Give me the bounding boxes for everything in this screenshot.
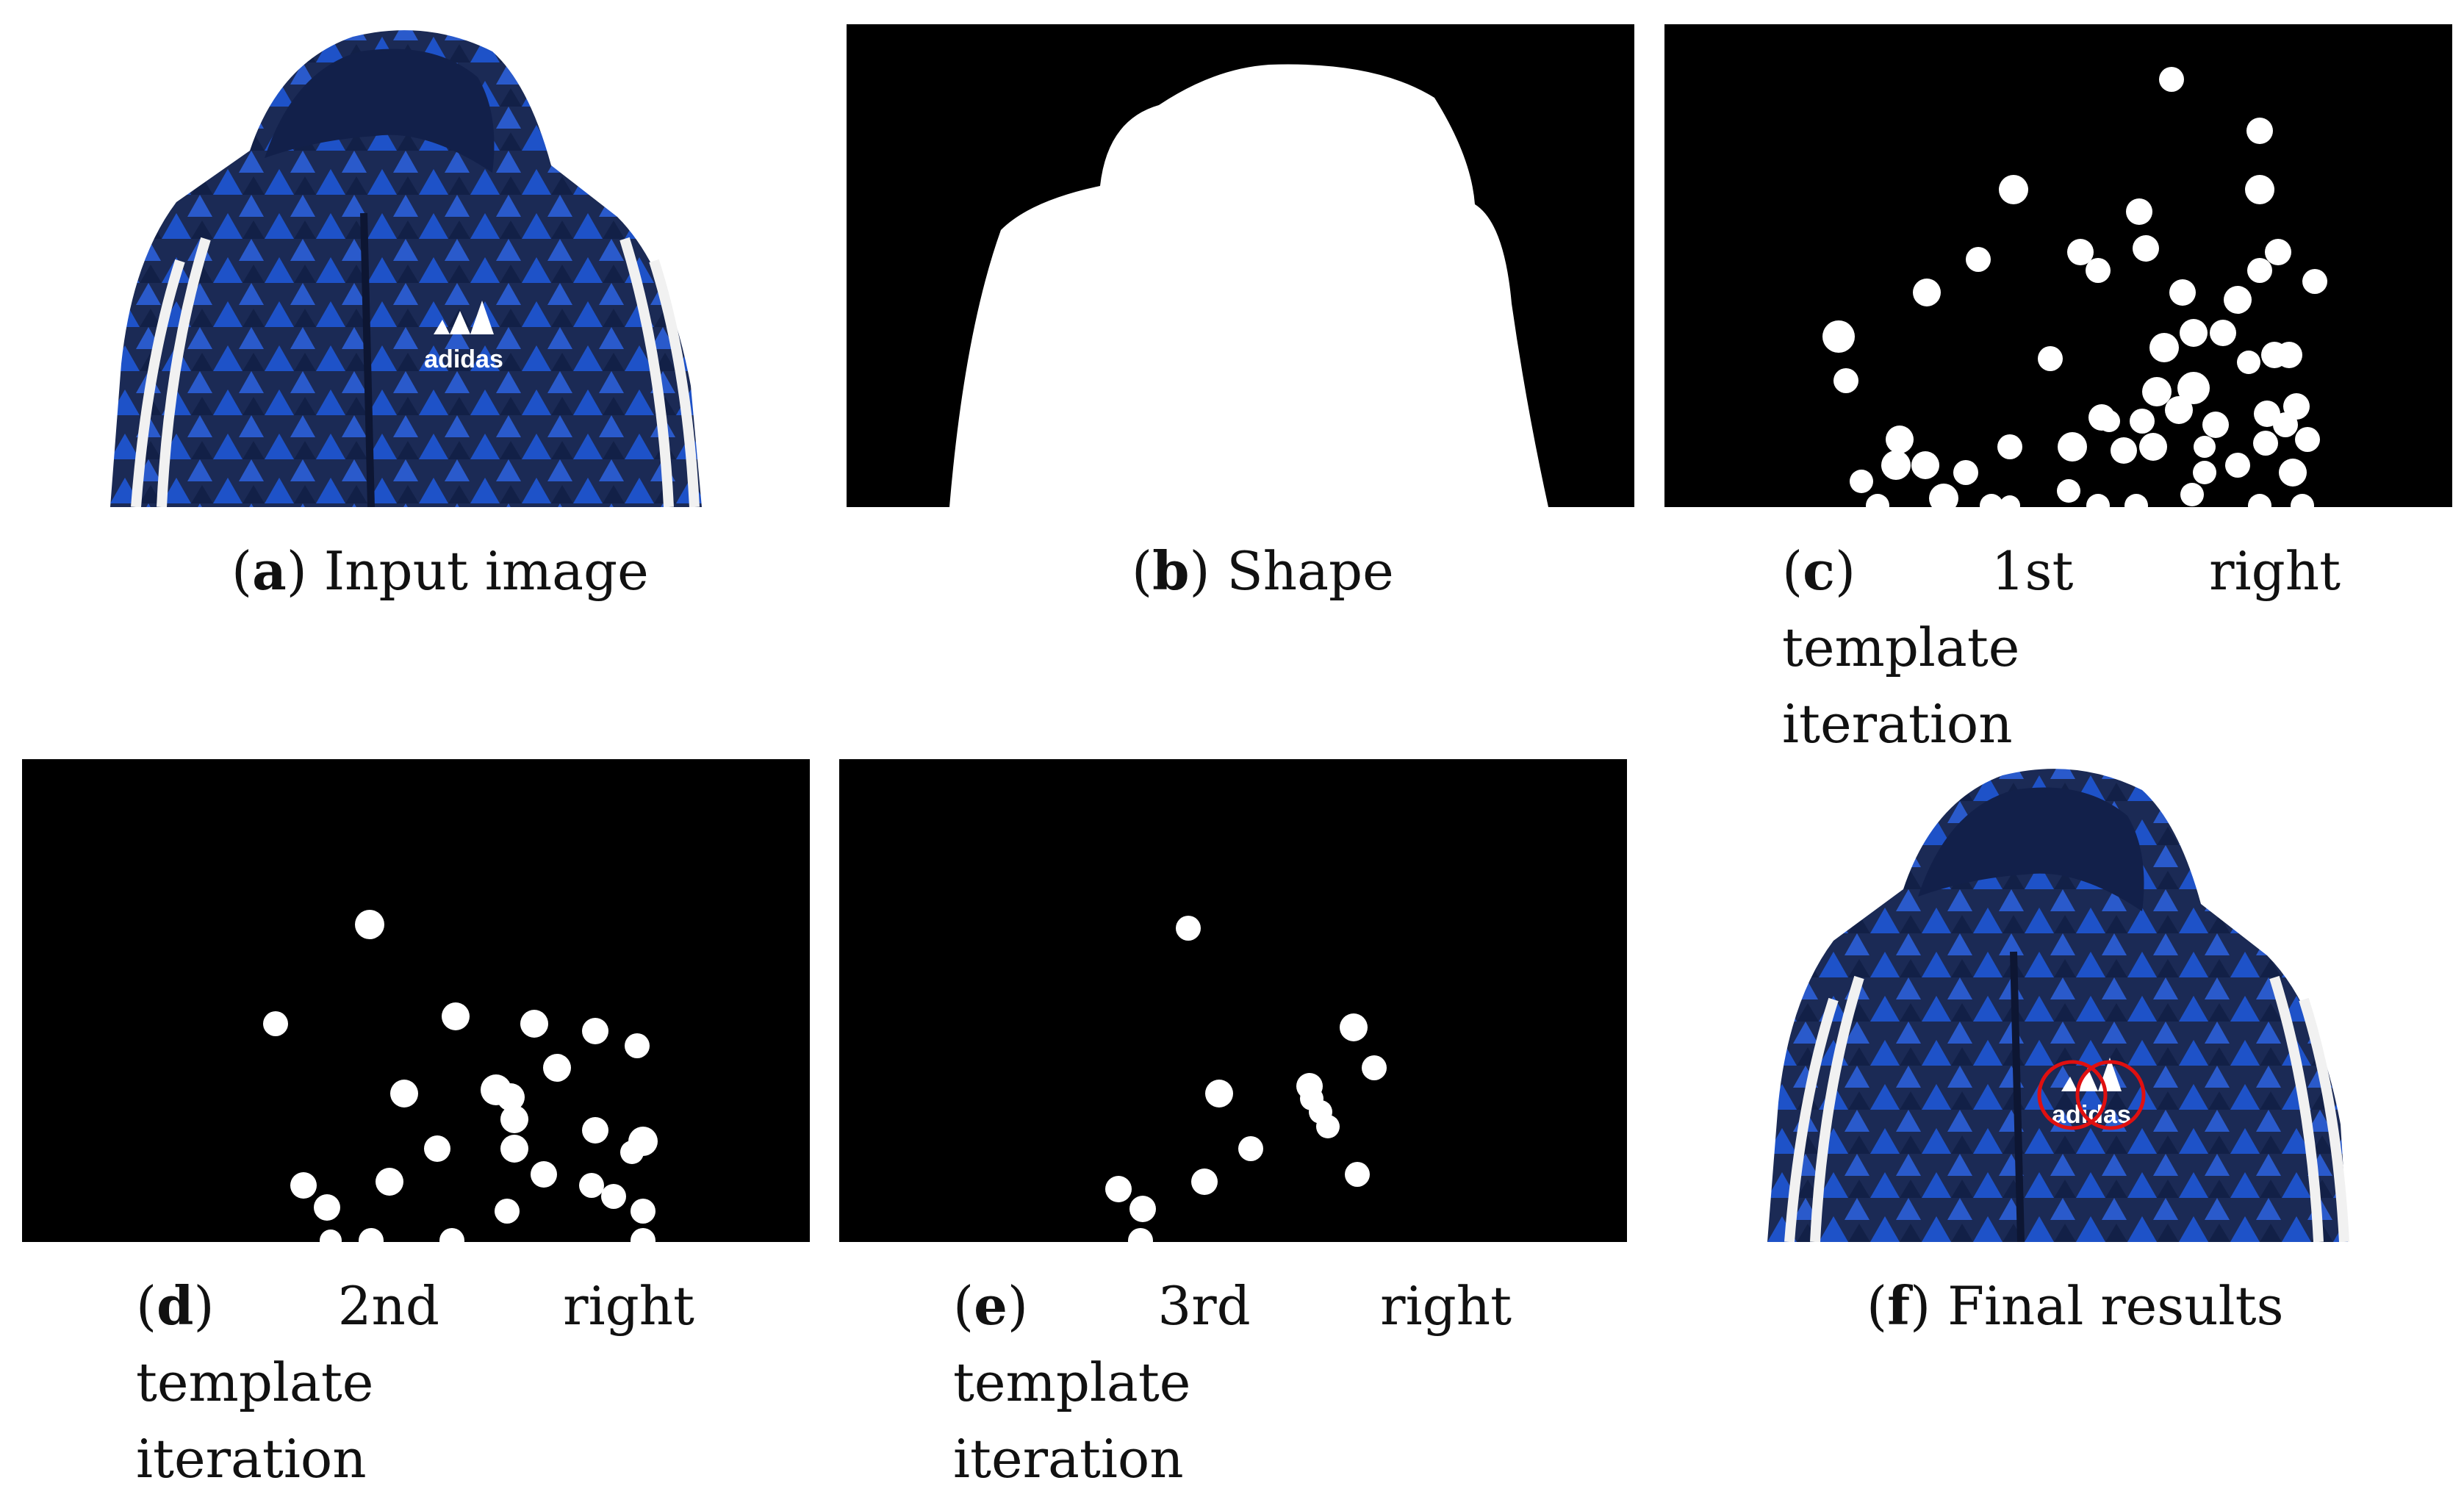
shape-mask (847, 24, 1634, 507)
panel-f-final-results: adidas (1767, 757, 2363, 1242)
panel-e-dots (839, 759, 1627, 1242)
adidas-logo-text: adidas (424, 345, 503, 373)
caption-a: (a) Input image (231, 539, 649, 602)
caption-b: (b) Shape (1132, 539, 1394, 602)
caption-f: (f) Final results (1867, 1274, 2284, 1337)
dots-map-3 (839, 759, 1627, 1242)
caption-d: (d) 2nd right template iteration (136, 1274, 694, 1490)
caption-e: (e) 3rd right template iteration (953, 1274, 1512, 1490)
panel-a-input-image: adidas (110, 18, 728, 507)
detection-photo: adidas (1767, 769, 2349, 1242)
panel-d-dots (22, 759, 810, 1242)
panel-c-dots (1664, 24, 2452, 507)
caption-c: (c) 1st right template iteration (1782, 539, 2341, 755)
dots-map-2 (22, 759, 810, 1242)
adidas-logo-text-f: adidas (2052, 1101, 2131, 1129)
adidas-logo: adidas (424, 301, 503, 373)
dots-map-1 (1664, 24, 2452, 507)
panel-b-shape (847, 24, 1634, 507)
jacket-photo: adidas (110, 30, 702, 507)
detection-circles (2037, 1060, 2146, 1130)
